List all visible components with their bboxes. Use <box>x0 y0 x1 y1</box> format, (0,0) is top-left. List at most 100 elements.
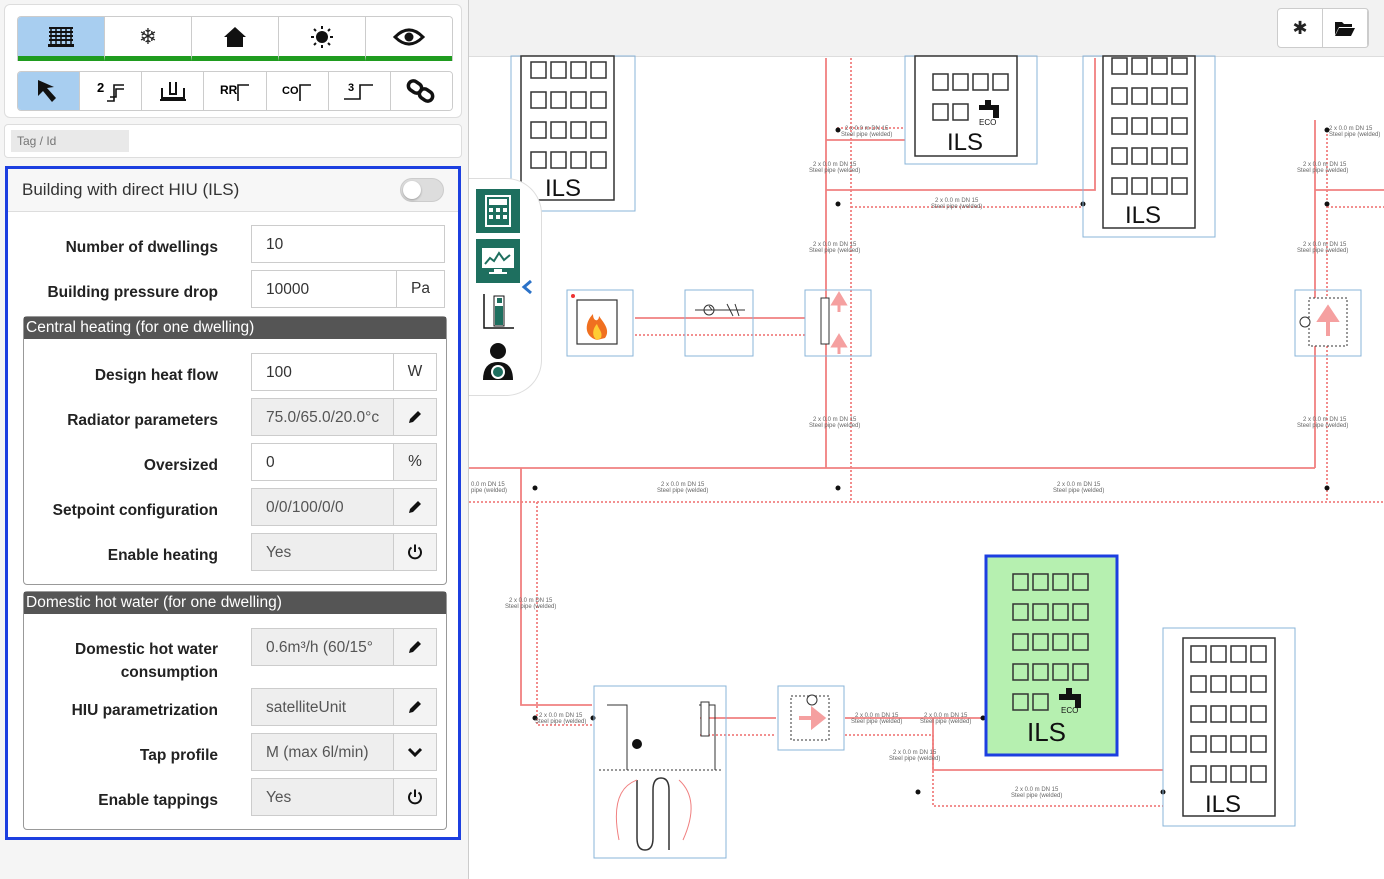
hiu-substation[interactable] <box>777 685 845 751</box>
heating-coil-icon[interactable] <box>18 17 105 61</box>
svg-text:ILS: ILS <box>1125 202 1161 229</box>
pressure-row: Building pressure drop 10000 Pa <box>8 270 458 310</box>
eye-icon[interactable] <box>366 17 452 61</box>
edit-setpoint-button[interactable] <box>393 488 437 526</box>
svg-text:Steel pipe (welded): Steel pipe (welded) <box>931 204 982 210</box>
rr-icon[interactable]: RR <box>204 72 267 110</box>
svg-text:2 x 0.0 m DN 15: 2 x 0.0 m DN 15 <box>1329 126 1373 132</box>
svg-text:Steel pipe (welded): Steel pipe (welded) <box>1053 488 1104 494</box>
properties-header: Building with direct HIU (ILS) <box>8 169 458 212</box>
svg-text:2 x 0.0 m DN 15: 2 x 0.0 m DN 15 <box>1303 417 1347 423</box>
pump-component[interactable] <box>684 289 754 357</box>
folder-open-icon <box>1335 22 1355 36</box>
left-panel: ❄ 2 RR CO <box>0 0 468 879</box>
building-ils-selected[interactable]: ECO ILS <box>984 554 1119 757</box>
dhw-consumption-input[interactable]: 0.6m³/h (60/15° <box>251 628 394 666</box>
tap-profile-select[interactable]: M (max 6l/min) <box>251 733 394 771</box>
mode-tabs: ❄ <box>17 16 453 61</box>
svg-text:ECO: ECO <box>979 118 996 127</box>
hiu-input[interactable]: satelliteUnit <box>251 688 394 726</box>
consumer-icon[interactable] <box>142 72 205 110</box>
panel-toggle[interactable] <box>400 178 444 202</box>
toggle-tappings-button[interactable] <box>393 778 437 816</box>
oversized-input[interactable]: 0 <box>251 443 394 481</box>
open-folder-button[interactable] <box>1323 9 1368 47</box>
svg-text:2: 2 <box>97 80 104 95</box>
storage-tank[interactable] <box>593 685 727 859</box>
tap-profile-dropdown[interactable] <box>393 733 437 771</box>
three-pipe-icon[interactable]: 3 <box>328 72 391 110</box>
heat-exchanger-2[interactable] <box>1294 289 1362 357</box>
central-heating-title: Central heating (for one dwelling) <box>24 317 446 339</box>
svg-text:ECO: ECO <box>1061 706 1078 715</box>
pencil-icon <box>409 701 421 713</box>
enable-tappings-row: Enable tappings Yes <box>8 778 458 818</box>
canvas-top-strip: ✱ <box>469 0 1384 57</box>
radiator-label: Radiator parameters <box>67 412 218 429</box>
properties-title: Building with direct HIU (ILS) <box>22 180 240 199</box>
svg-text:2 x 0.0 m DN 15: 2 x 0.0 m DN 15 <box>1303 162 1347 168</box>
dwellings-input[interactable]: 10 <box>251 225 445 263</box>
oversized-label: Oversized <box>143 457 218 474</box>
enable-tappings-value: Yes <box>251 778 394 816</box>
setpoint-input[interactable]: 0/0/100/0/0 <box>251 488 394 526</box>
radiator-row: Radiator parameters 75.0/65.0/20.0°c <box>8 398 458 438</box>
properties-panel: Building with direct HIU (ILS) Number of… <box>5 166 461 840</box>
heatflow-row: Design heat flow 100 W <box>8 353 458 393</box>
svg-text:Steel pipe (welded): Steel pipe (welded) <box>1297 168 1348 174</box>
heat-exchanger-1[interactable] <box>804 289 872 357</box>
tool-row: 2 RR CO 3 <box>17 71 453 111</box>
hiu-label: HIU parametrization <box>71 702 218 719</box>
link-icon[interactable] <box>390 72 452 110</box>
settings-button[interactable]: ✱ <box>1278 9 1323 47</box>
heatflow-label: Design heat flow <box>94 367 218 384</box>
user-globe-button[interactable] <box>476 339 520 383</box>
edit-radiator-button[interactable] <box>393 398 437 436</box>
building-ils-1[interactable]: ILS <box>510 55 636 212</box>
select-arrow-icon[interactable] <box>18 72 81 110</box>
dwellings-row: Number of dwellings 10 <box>8 225 458 265</box>
svg-text:Steel pipe (welded): Steel pipe (welded) <box>1011 793 1062 799</box>
svg-text:Steel pipe (welded): Steel pipe (welded) <box>920 719 971 725</box>
sun-icon[interactable] <box>279 17 366 61</box>
snowflake-icon[interactable]: ❄ <box>105 17 192 61</box>
pencil-icon <box>409 411 421 423</box>
tag-search-bar <box>4 124 462 158</box>
pipe-labels: 2 x 0.0 m DN 15 Steel pipe (welded) 2 x … <box>471 126 1380 799</box>
building-ils-5[interactable]: ILS <box>1162 627 1296 827</box>
building-ils-3[interactable]: ILS <box>1082 55 1216 238</box>
enable-tappings-label: Enable tappings <box>98 792 218 809</box>
pressure-input[interactable]: 10000 <box>251 270 397 308</box>
edit-hiu-button[interactable] <box>393 688 437 726</box>
heat-source-boiler[interactable] <box>566 289 634 357</box>
house-icon[interactable] <box>192 17 279 61</box>
svg-text:RR: RR <box>220 83 238 97</box>
level-chart-button[interactable] <box>476 289 520 333</box>
co-icon[interactable]: CO <box>266 72 329 110</box>
dhw-consumption-row: Domestic hot water consumption 0.6m³/h (… <box>8 628 458 681</box>
toggle-heating-button[interactable] <box>393 533 437 571</box>
tag-id-input[interactable] <box>11 130 129 152</box>
heatflow-input[interactable]: 100 <box>251 353 394 391</box>
calculator-button[interactable] <box>476 189 520 233</box>
svg-text:Steel pipe (welded): Steel pipe (welded) <box>809 423 860 429</box>
monitor-chart-button[interactable] <box>476 239 520 283</box>
edit-dhw-button[interactable] <box>393 628 437 666</box>
svg-text:2 x 0.0 m DN 15: 2 x 0.0 m DN 15 <box>935 198 979 204</box>
mode-toolbar: ❄ 2 RR CO <box>4 4 462 118</box>
monitor-chart-icon <box>482 248 514 274</box>
enable-heating-row: Enable heating Yes <box>8 533 458 573</box>
power-icon <box>408 789 422 805</box>
collapse-chevron-icon[interactable] <box>521 279 533 295</box>
network-canvas[interactable]: ✱ <box>468 0 1384 879</box>
two-pipe-icon[interactable]: 2 <box>80 72 143 110</box>
canvas-toolbar: ✱ <box>1277 8 1369 48</box>
side-tool-panel <box>469 178 542 396</box>
svg-text:ILS: ILS <box>947 129 983 156</box>
svg-text:Steel pipe (welded): Steel pipe (welded) <box>851 719 902 725</box>
radiator-input[interactable]: 75.0/65.0/20.0°c <box>251 398 394 436</box>
svg-text:Steel pipe (welded): Steel pipe (welded) <box>889 756 940 762</box>
svg-text:0.0 m DN 15: 0.0 m DN 15 <box>471 482 505 488</box>
building-ils-2[interactable]: ECO ILS <box>904 55 1038 165</box>
svg-text:2 x 0.0 m DN 15: 2 x 0.0 m DN 15 <box>1303 242 1347 248</box>
